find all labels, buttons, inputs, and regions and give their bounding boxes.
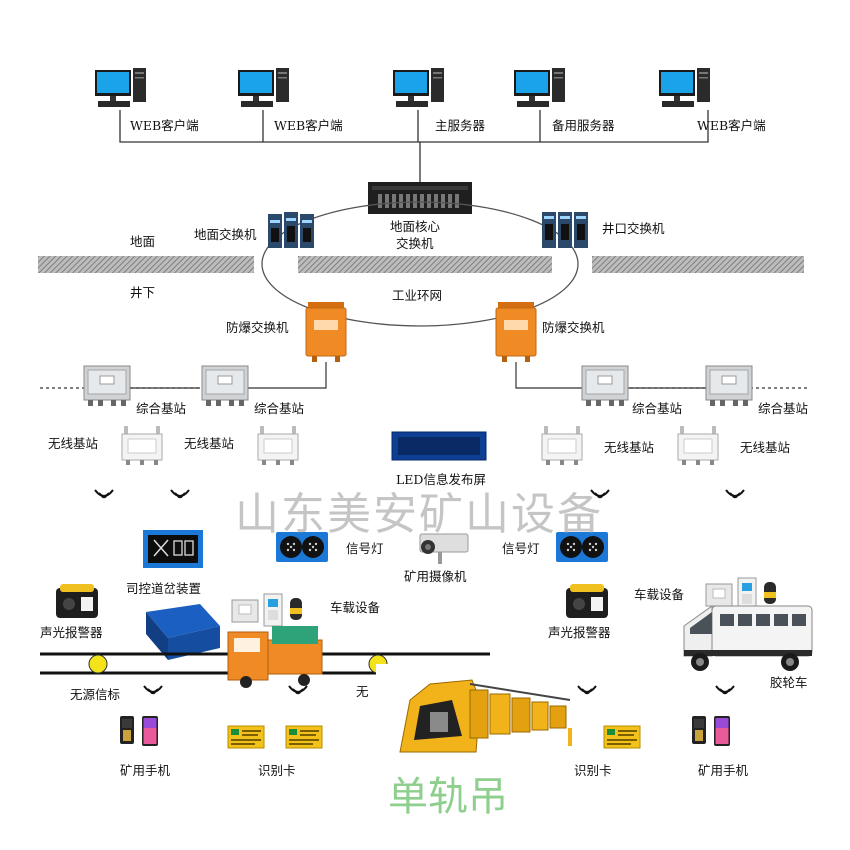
wireless-station-label: 无线基站 [604,440,655,455]
pc-icon [238,68,289,107]
underground-label: 井下 [130,285,156,300]
industrial-ring-network [261,201,579,327]
underground-lines [40,362,808,389]
server-pc-icon [393,68,444,107]
server-pc-icon [514,68,565,107]
mine-phone-left-label: 矿用手机 [120,763,171,778]
switch-control-label: 司控道岔装置 [126,581,202,596]
surface-label: 地面 [130,234,156,249]
client-bus-lines [119,110,709,182]
passive-beacon-label: 无源信标 [70,687,121,702]
ex-switch-right-label: 防爆交换机 [542,320,605,335]
wireless-base-station-icon [257,425,299,466]
integrated-station-label: 综合基站 [758,401,809,416]
id-card-icon [285,725,323,749]
id-card-right-label: 识别卡 [574,763,612,778]
mine-phone-left-icon [120,716,158,746]
wireless-station-label: 无线基站 [48,436,99,451]
ex-switch-left-label: 防爆交换机 [226,320,289,335]
signal-light-left-label: 信号灯 [346,541,384,556]
ground-level-strips [38,256,804,273]
wireless-station-label: 无线基站 [740,440,791,455]
main-server-label: 主服务器 [435,118,486,133]
vehicle-equipment-right-label: 车载设备 [634,587,685,602]
mine-camera-icon [419,533,469,564]
explosion-proof-switch-right-icon [495,301,537,363]
wireless-base-station-icon [121,425,163,466]
electric-locomotive-icon [227,626,323,688]
signal-light-right-label: 信号灯 [502,541,540,556]
mine-phone-right-label: 矿用手机 [698,763,749,778]
tyre-vehicle-label: 胶轮车 [770,675,808,690]
integrated-base-station-icon [83,365,131,407]
integrated-base-station-icon [705,365,753,407]
integrated-station-label: 综合基站 [632,401,683,416]
core-switch-icon [368,182,472,214]
led-screen-icon [391,431,487,461]
switch-control-box-icon [146,604,220,660]
id-card-icon [227,725,265,749]
sound-light-alarm-left-icon [56,584,98,618]
integrated-station-label: 综合基站 [254,401,305,416]
watermark-text: 山东美安矿山设备 [235,489,603,540]
ring-network-label: 工业环网 [392,288,443,303]
switch-control-device-icon [143,530,203,568]
vehicle-equipment-left-label: 车载设备 [330,600,381,615]
web-client-label: WEB客户端 [697,118,766,133]
ground-switch-label: 地面交换机 [194,227,257,242]
alarm-right-label: 声光报警器 [548,625,611,640]
web-client-label: WEB客户端 [274,118,343,133]
monorail-overlay-photo [376,664,572,780]
pc-icon [659,68,710,107]
ground-switch-icon [268,212,314,248]
id-card-left-label: 识别卡 [258,763,296,778]
monorail-title: 单轨吊 [388,774,508,820]
pc-icon [95,68,146,107]
rubber-tyred-vehicle-icon [683,605,813,671]
id-card-icon [603,725,641,749]
core-switch-label-line1: 地面核心 [390,219,441,234]
alarm-left-label: 声光报警器 [40,625,103,640]
vehicle-equipment-right-icon [705,577,777,611]
shaft-switch-icon [542,212,588,248]
passive-beacon-icon [88,654,108,674]
camera-label: 矿用摄像机 [404,569,467,584]
core-switch-label-line2: 交换机 [396,236,434,251]
integrated-station-label: 综合基站 [136,401,187,416]
sound-light-alarm-right-icon [566,584,608,618]
explosion-proof-switch-left-icon [305,301,347,363]
mine-phone-right-icon [692,716,730,746]
led-screen-label: LED信息发布屏 [396,472,486,487]
web-client-label: WEB客户端 [130,118,199,133]
vehicle-equipment-left-icon [231,593,303,627]
shaft-switch-label: 井口交换机 [602,221,665,236]
backup-server-label: 备用服务器 [552,118,615,133]
wireless-base-station-icon [541,425,583,466]
integrated-base-station-icon [201,365,249,407]
integrated-base-station-icon [581,365,629,407]
wireless-station-label: 无线基站 [184,436,235,451]
wireless-base-station-icon [677,425,719,466]
passive-beacon-partial-label: 无 [356,684,369,699]
